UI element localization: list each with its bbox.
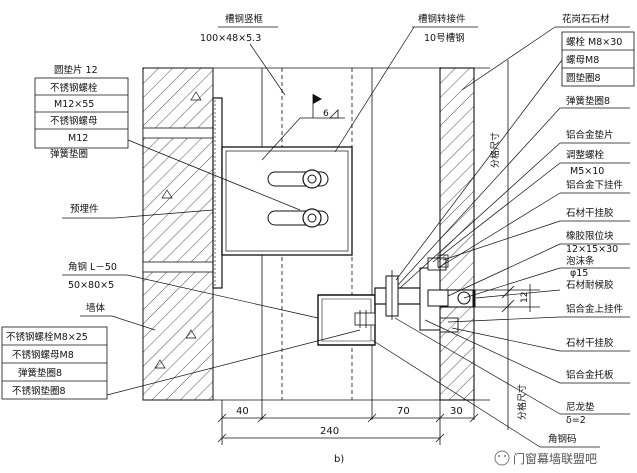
svg-text:槽钢竖框: 槽钢竖框 [225,13,264,25]
grid-size-top-label: 分格尺寸 [489,132,501,168]
joint-size-label: 12 [520,292,530,303]
svg-text:门窗幕墙联盟吧: 门窗幕墙联盟吧 [513,451,597,466]
label-alu-washer: 铝合金垫片 [399,129,630,289]
svg-text:预埋件: 预埋件 [70,203,99,215]
label-angle-steel: 角钢 L－50 50×80×5 [62,261,319,319]
weld-size-label: 6 [323,109,329,119]
svg-text:不锈钢垫圈8: 不锈钢垫圈8 [12,385,66,397]
channel-connector [221,146,353,256]
svg-text:铝合金托板: 铝合金托板 [566,369,614,381]
svg-text:调整螺栓: 调整螺栓 [566,149,605,161]
grid-dimension-right: 分格尺寸 分格尺寸 12 [474,60,540,430]
svg-text:100×48×5.3: 100×48×5.3 [200,33,261,44]
dim-240: 240 [320,426,339,437]
bottom-dimensions: 40 240 70 30 [217,400,479,445]
svg-text:铝合金上挂件: 铝合金上挂件 [566,303,624,315]
weld-symbol: 6 [261,94,345,161]
svg-text:δ=2: δ=2 [566,415,586,426]
embedded-plate [212,97,223,289]
svg-text:12×15×30: 12×15×30 [566,244,618,255]
svg-text:M5×10: M5×10 [570,166,604,177]
bolt-head-icon [302,169,322,189]
label-stone-dry-glue-2: 石材干挂胶 [451,327,630,352]
grid-size-bottom-label: 分格尺寸 [516,384,528,420]
bolt-head-icon [302,208,322,228]
label-stone-dry-glue: 石材干挂胶 [442,207,630,261]
label-angle-code: 角钢码 [371,339,600,448]
svg-text:墙体: 墙体 [86,302,106,314]
svg-text:弹簧垫圈: 弹簧垫圈 [50,148,88,160]
svg-text:铝合金下挂件: 铝合金下挂件 [566,179,624,191]
label-nylon-pad: 尼龙垫 δ=2 [394,317,630,426]
label-granite: 花岗石石材 [461,13,630,91]
dim-70: 70 [397,406,410,417]
svg-text:弹簧垫圈8: 弹簧垫圈8 [18,367,62,379]
dim-40: 40 [236,406,249,417]
dim-30: 30 [450,406,463,417]
svg-text:50×80×5: 50×80×5 [68,280,114,291]
svg-text:石材干挂胶: 石材干挂胶 [566,207,614,219]
label-alu-lower-hanger: 铝合金下挂件 [437,179,630,269]
svg-text:圆垫圈8: 圆垫圈8 [566,72,601,84]
wechat-icon [494,450,510,466]
svg-text:M12: M12 [68,133,88,144]
watermark: 门窗幕墙联盟吧 [494,450,597,466]
svg-text:花岗石石材: 花岗石石材 [562,13,610,25]
label-channel-frame: 槽钢竖框 100×48×5.3 [200,13,286,96]
svg-text:弹簧垫圈8: 弹簧垫圈8 [566,95,610,107]
label-channel-connector: 槽钢转接件 10号槽钢 [334,13,478,153]
svg-text:石材干挂胶: 石材干挂胶 [566,337,614,349]
svg-text:不锈钢螺母M8: 不锈钢螺母M8 [12,349,74,361]
label-bolt-group-bottom: 不锈钢螺栓M8×25 不锈钢螺母M8 弹簧垫圈8 不锈钢垫圈8 [1,326,361,400]
svg-text:φ15: φ15 [570,268,588,279]
svg-text:螺栓 M8×30: 螺栓 M8×30 [566,36,622,48]
label-adjust-screw: 调整螺栓 M5×10 [432,149,630,263]
svg-text:铝合金垫片: 铝合金垫片 [566,129,614,141]
figure-label: b) [334,454,344,465]
svg-text:M12×55: M12×55 [54,99,94,110]
svg-text:橡胶限位块: 橡胶限位块 [566,230,614,242]
angle-steel [317,294,376,346]
label-bolt-group-left: 圆垫片 12 不锈钢螺栓 M12×55 不锈钢螺母 M12 弹簧垫圈 [34,64,301,211]
label-wall: 墙体 [80,302,156,331]
svg-text:尼龙垫: 尼龙垫 [566,401,595,413]
svg-text:不锈钢螺栓M8×25: 不锈钢螺栓M8×25 [6,331,88,343]
svg-text:石材耐候胶: 石材耐候胶 [566,279,614,291]
svg-text:槽钢转接件: 槽钢转接件 [418,13,466,25]
svg-text:10号槽钢: 10号槽钢 [424,32,465,44]
granite-panel [439,67,476,401]
svg-text:圆垫片 12: 圆垫片 12 [54,64,98,76]
svg-text:泡沫条: 泡沫条 [566,255,595,267]
label-rubber-block: 橡胶限位块 12×15×30 泡沫条 φ15 石材耐候胶 [447,230,630,299]
label-alu-upper-hanger: 铝合金上挂件 [447,303,630,323]
wall-body [142,67,214,401]
svg-text:不锈钢螺栓: 不锈钢螺栓 [50,82,98,94]
svg-text:角钢码: 角钢码 [548,433,577,445]
label-alu-bracket: 铝合金托板 [424,319,630,384]
label-bolt-group-right: 螺栓 M8×30 螺母M8 圆垫圈8 [395,31,635,281]
label-spring-washer-right: 弹簧垫圈8 [397,95,630,286]
svg-text:角钢 L－50: 角钢 L－50 [68,261,117,273]
svg-text:螺母M8: 螺母M8 [566,55,599,66]
svg-text:不锈钢螺母: 不锈钢螺母 [50,115,98,127]
label-embedded-part: 预埋件 [62,203,214,219]
